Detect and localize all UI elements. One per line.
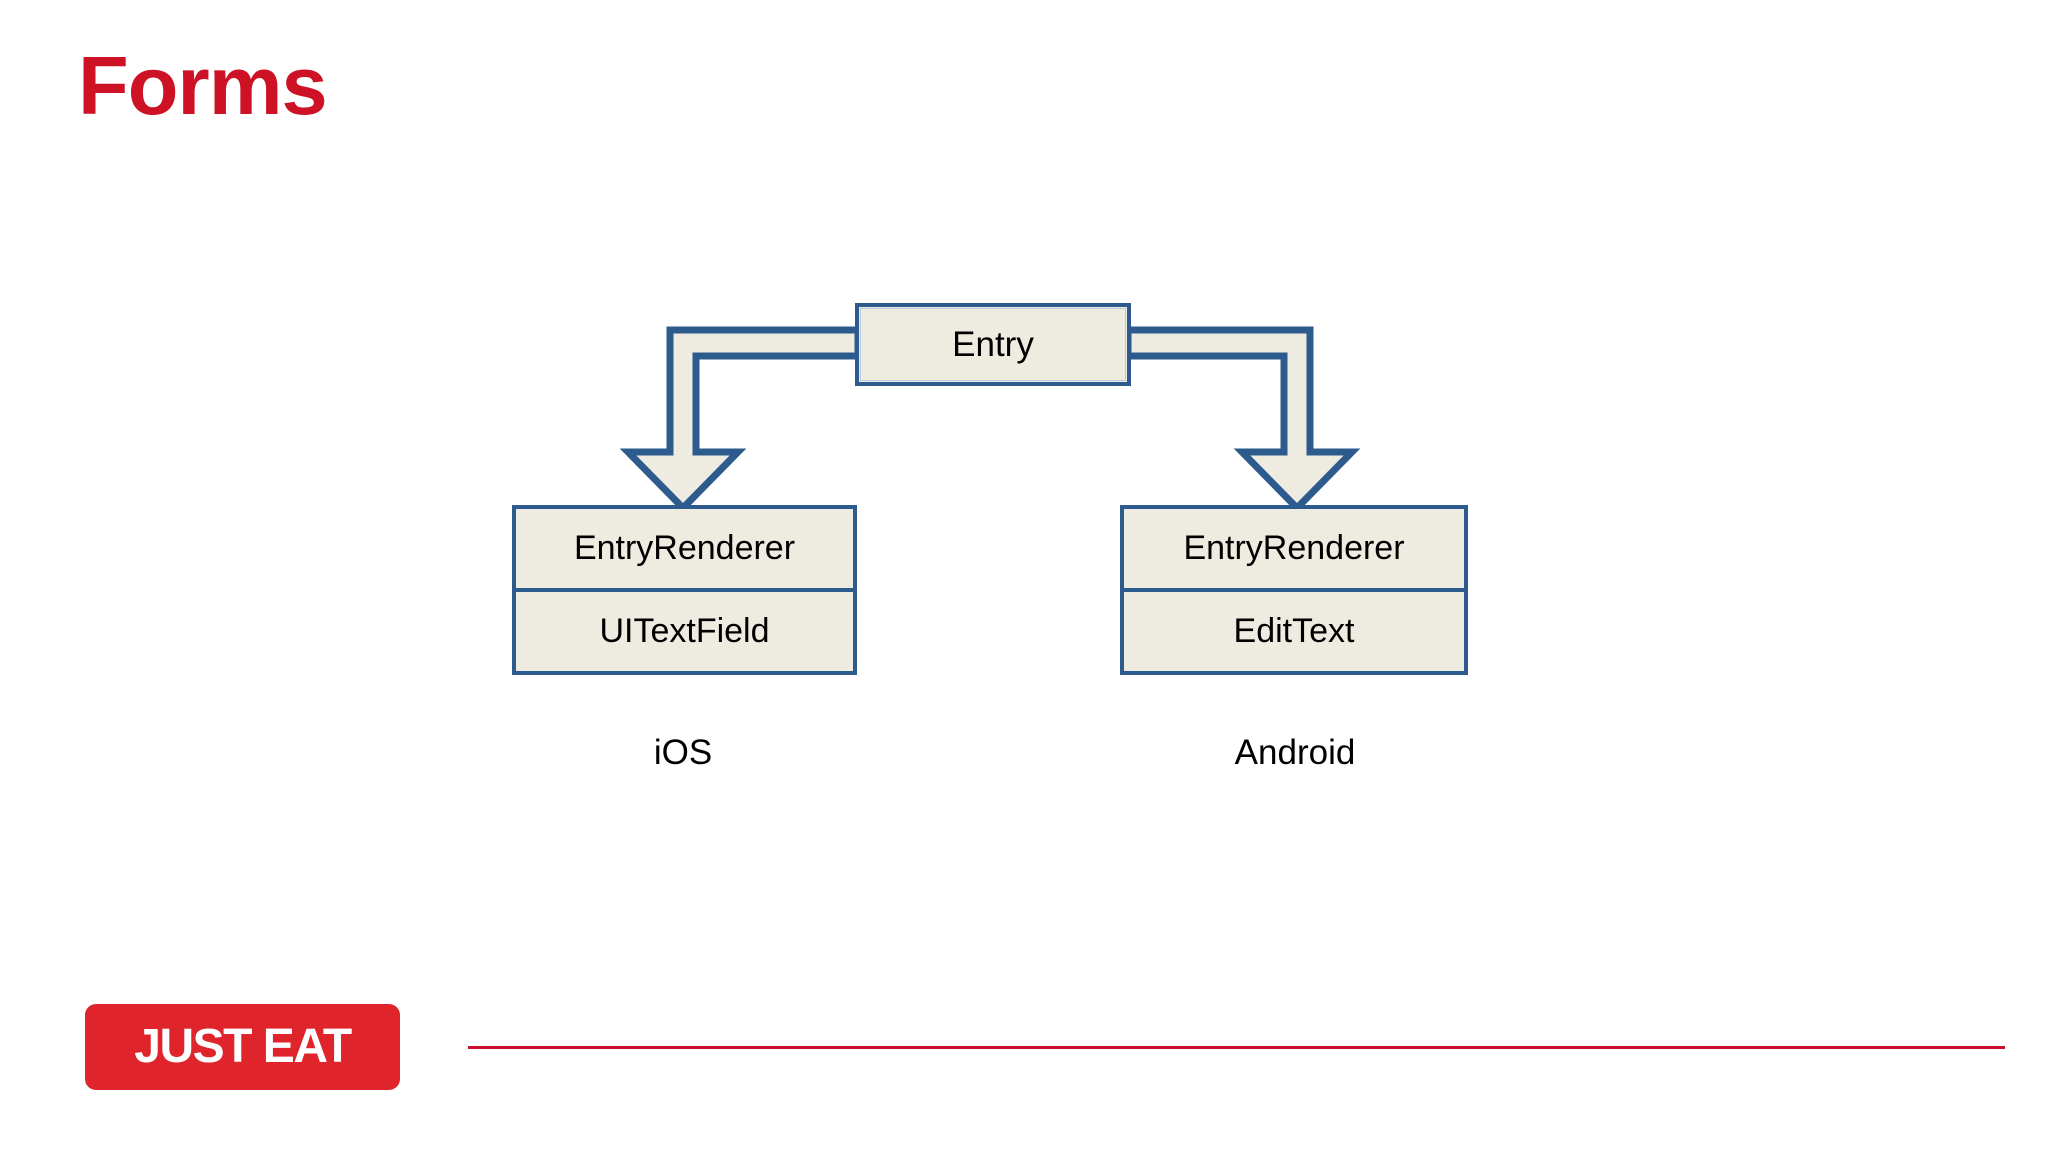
cell-ios-entryrenderer-label: EntryRenderer (573, 529, 796, 567)
connector-arrow-left (619, 326, 862, 513)
cell-android-edittext-label: EditText (1233, 612, 1355, 650)
node-entry-label: Entry (952, 325, 1034, 364)
stack-ios[interactable]: EntryRenderer UITextField (512, 505, 857, 675)
cell-android-entryrenderer-label: EntryRenderer (1183, 529, 1405, 567)
cell-ios-uitextfield-label: UITextField (599, 612, 770, 650)
cell-android-entryrenderer[interactable]: EntryRenderer (1124, 509, 1464, 592)
platform-label-android: Android (1234, 733, 1356, 772)
footer-divider (468, 1046, 2005, 1049)
connector-arrow-right (1124, 326, 1361, 513)
platform-label-ios: iOS (653, 733, 713, 772)
page-title: Forms (78, 39, 328, 132)
brand-logo: JUST EAT (85, 1004, 400, 1090)
stack-android[interactable]: EntryRenderer EditText (1120, 505, 1468, 675)
cell-android-edittext[interactable]: EditText (1124, 592, 1464, 671)
cell-ios-entryrenderer[interactable]: EntryRenderer (516, 509, 853, 592)
brand-logo-text: JUST EAT (134, 1020, 352, 1073)
cell-ios-uitextfield[interactable]: UITextField (516, 592, 853, 671)
node-entry[interactable]: Entry (855, 303, 1131, 386)
